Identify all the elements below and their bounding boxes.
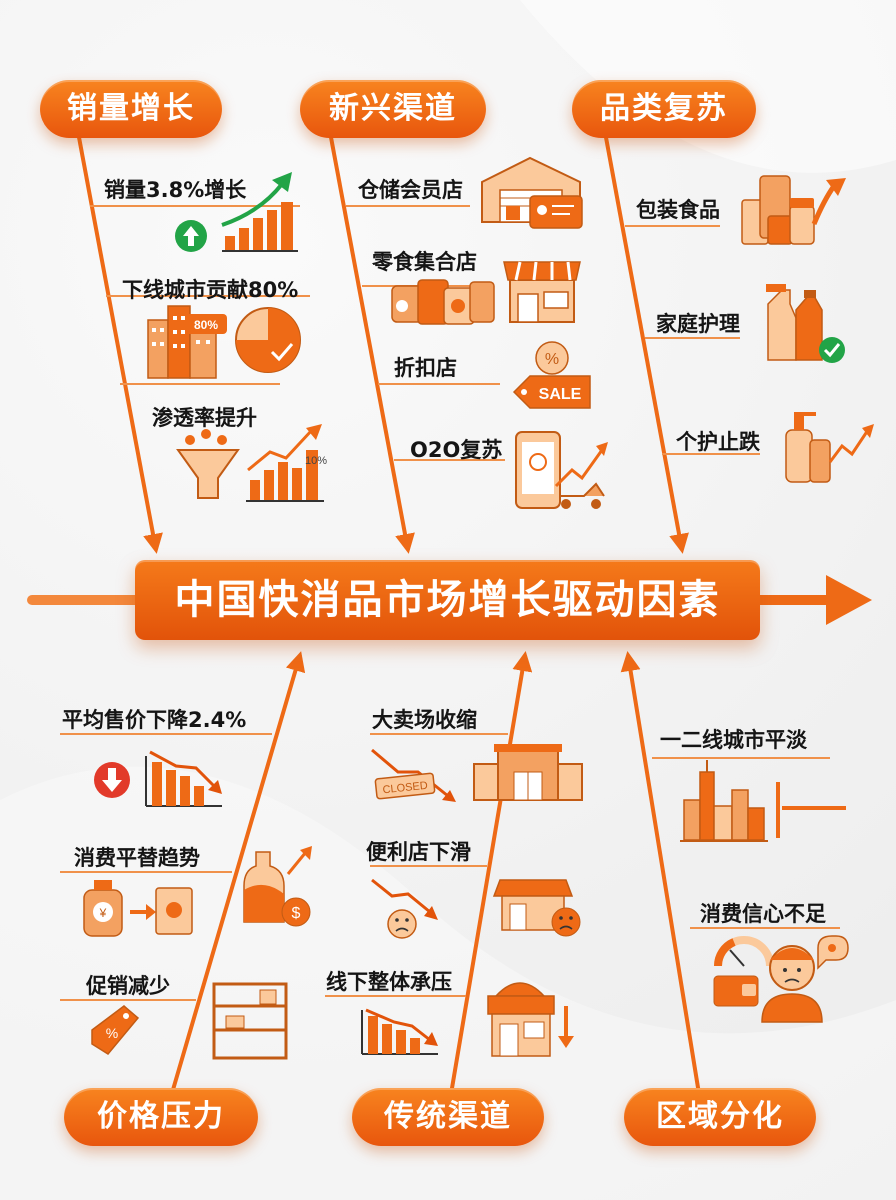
item-label: 消费平替趋势 (74, 846, 200, 870)
lotion-icon (785, 412, 874, 483)
bone-regional (620, 651, 702, 1101)
spine-arrowhead (826, 575, 872, 625)
phone-delivery-icon (515, 431, 608, 509)
item-label: 包装食品 (636, 198, 720, 222)
item-label: 渗透率提升 (152, 406, 257, 430)
member-card-icon (529, 195, 583, 229)
item-label: 便利店下滑 (366, 840, 471, 864)
item-label: 下线城市贡献80% (122, 278, 299, 302)
item-label: 消费信心不足 (700, 902, 826, 926)
food-jars-icon (741, 175, 846, 245)
badge-10: 10% (305, 455, 327, 467)
svg-text:%: % (545, 351, 559, 368)
bone-traditional (448, 651, 533, 1101)
worried-person-icon (761, 935, 849, 1023)
pie-chart-icon (235, 307, 301, 373)
item-label: 线下整体承压 (326, 970, 452, 994)
svg-text:¥: ¥ (99, 906, 107, 920)
item-label: 零食集合店 (372, 250, 477, 274)
svg-text:$: $ (292, 905, 301, 922)
item-label: 个护止跌 (676, 430, 760, 454)
closed-sign-icon (371, 748, 456, 802)
skyline-icon (680, 760, 846, 842)
snacks-icon (391, 279, 495, 325)
item-label: 促销减少 (86, 974, 170, 998)
closed-label: CLOSED (382, 780, 428, 797)
gauge-icon (713, 936, 774, 1007)
item-label: 平均售价下降2.4% (62, 708, 247, 732)
sad-store-icon (492, 879, 581, 937)
storefront-icon (487, 982, 574, 1057)
bottom-branches (60, 733, 840, 1001)
sad-face-icon (371, 878, 438, 939)
funnel-icon (176, 429, 240, 499)
bone-sales (76, 131, 163, 554)
bone-channels (328, 131, 415, 554)
bar-decline-icon (361, 1008, 438, 1055)
top-branches (90, 205, 760, 461)
category-traditional-channels: 传统渠道 (352, 1088, 544, 1146)
shelf-icon (212, 982, 288, 1060)
category-new-channels: 新兴渠道 (300, 80, 486, 138)
mall-icon (473, 744, 583, 801)
bar-decline-icon (145, 750, 222, 807)
arrow-down-icon (94, 762, 130, 798)
category-regional-divergence: 区域分化 (624, 1088, 816, 1146)
item-label: 一二线城市平淡 (660, 728, 807, 752)
detergent-icon (766, 284, 845, 363)
category-price-pressure: 价格压力 (64, 1088, 258, 1146)
bone-price (168, 651, 306, 1101)
item-label: 折扣店 (394, 356, 457, 380)
item-label: 大卖场收缩 (372, 708, 477, 732)
item-label: 仓储会员店 (358, 178, 463, 202)
item-label: 销量3.8%增长 (104, 178, 247, 202)
arrow-up-icon (175, 220, 207, 252)
bar-growth-icon (246, 424, 324, 502)
bottle-dollar-icon: ¥ $ (83, 846, 312, 937)
city-buildings-icon (147, 305, 227, 379)
sale-tag-icon: % (91, 1005, 140, 1055)
item-label: 家庭护理 (656, 312, 740, 336)
svg-text:%: % (106, 1025, 118, 1041)
category-sales-growth: 销量增长 (40, 80, 222, 138)
item-label: O2O复苏 (410, 438, 503, 462)
bone-categories (603, 131, 689, 554)
main-spine (27, 575, 872, 625)
category-category-recovery: 品类复苏 (572, 80, 756, 138)
sale-label: SALE (539, 386, 582, 403)
diagram-title: 中国快消品市场增长驱动因素 (135, 560, 760, 640)
sale-tag-icon: % (512, 341, 591, 409)
storefront-icon (503, 261, 581, 323)
bar-growth-icon (221, 172, 298, 252)
badge-80: 80% (194, 318, 218, 332)
